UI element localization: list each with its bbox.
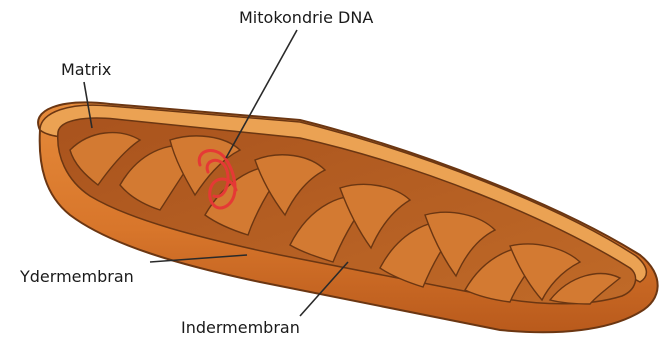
label-outer-membrane: Ydermembran [20,269,134,285]
label-mitochondrial-dna: Mitokondrie DNA [239,10,373,26]
label-matrix: Matrix [61,62,111,78]
label-inner-membrane: Indermembran [181,320,300,336]
